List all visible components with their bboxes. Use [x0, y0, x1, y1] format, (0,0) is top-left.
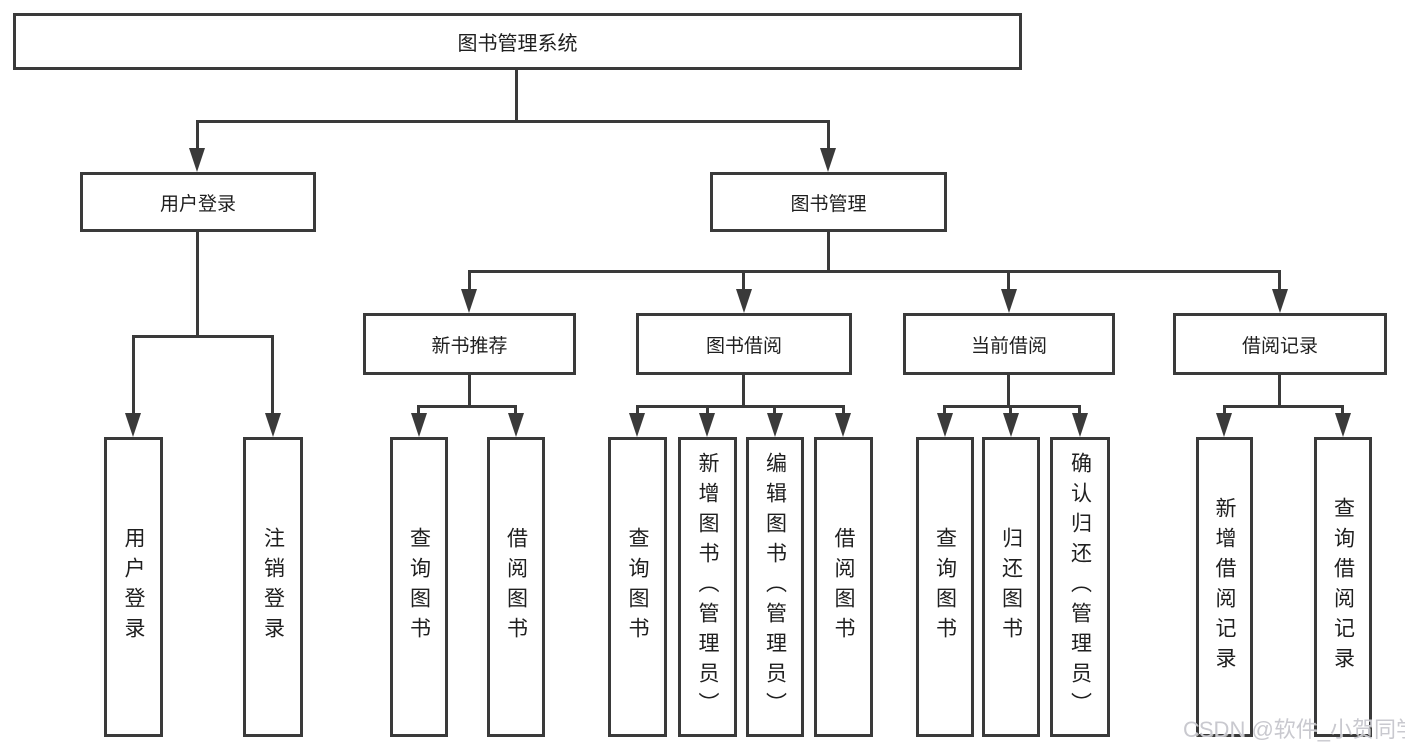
connector-user-login-hline	[132, 335, 274, 338]
connector-drop-current-borrow	[1007, 270, 1010, 292]
connector-drop-book-borrow	[742, 270, 745, 292]
connector-current-borrow-stem	[1007, 373, 1010, 408]
arrow-down-icon	[1272, 289, 1288, 313]
connector-drop-user-login	[196, 120, 199, 152]
node-user-login: 用户登录	[80, 172, 316, 232]
arrow-down-icon	[1001, 289, 1017, 313]
arrow-down-icon	[629, 413, 645, 437]
connector-drop	[636, 405, 639, 417]
leaf-query-books-2: 查询图书	[608, 437, 667, 737]
connector-book-management-stem	[827, 230, 830, 273]
arrow-down-icon	[265, 413, 281, 437]
connector-drop	[842, 405, 845, 417]
connector-root-hline	[196, 120, 830, 123]
connector-drop-leaf-logout	[271, 335, 274, 415]
connector-book-management-hline	[468, 270, 1281, 273]
leaf-logout: 注销登录	[243, 437, 303, 737]
connector-drop	[417, 405, 420, 417]
connector-root-stem	[515, 68, 518, 122]
connector-drop	[1078, 405, 1081, 417]
node-current-borrowing: 当前借阅	[903, 313, 1115, 375]
arrow-down-icon	[767, 413, 783, 437]
leaf-query-books-1: 查询图书	[390, 437, 448, 737]
node-borrowing-records: 借阅记录	[1173, 313, 1387, 375]
connector-drop	[514, 405, 517, 417]
node-library-management-system: 图书管理系统	[13, 13, 1022, 70]
connector-drop	[773, 405, 776, 417]
leaf-confirm-return-admin: 确认归还（管理员）	[1050, 437, 1110, 737]
arrow-down-icon	[736, 289, 752, 313]
connector-new-book-stem	[468, 373, 471, 408]
node-new-book-recommendation: 新书推荐	[363, 313, 576, 375]
connector-drop-leaf-user-login	[132, 335, 135, 415]
connector-current-borrow-hline	[943, 405, 1081, 408]
connector-drop-new-book	[468, 270, 471, 292]
arrow-down-icon	[937, 413, 953, 437]
connector-drop	[943, 405, 946, 417]
leaf-query-borrow-record: 查询借阅记录	[1314, 437, 1372, 737]
leaf-add-books-admin: 新增图书（管理员）	[678, 437, 737, 737]
arrow-down-icon	[820, 148, 836, 172]
connector-drop-book-management	[827, 120, 830, 152]
connector-drop	[1223, 405, 1226, 417]
arrow-down-icon	[411, 413, 427, 437]
connector-drop	[1009, 405, 1012, 417]
connector-drop	[706, 405, 709, 417]
leaf-query-books-3: 查询图书	[916, 437, 974, 737]
connector-borrow-records-hline	[1223, 405, 1344, 408]
connector-user-login-stem	[196, 230, 199, 338]
arrow-down-icon	[1003, 413, 1019, 437]
csdn-watermark: CSDN @软件_小贺同学	[1183, 717, 1405, 742]
arrow-down-icon	[699, 413, 715, 437]
connector-drop	[1341, 405, 1344, 417]
arrow-down-icon	[508, 413, 524, 437]
leaf-edit-books-admin: 编辑图书（管理员）	[746, 437, 804, 737]
leaf-return-books: 归还图书	[982, 437, 1040, 737]
leaf-borrow-books-2: 借阅图书	[814, 437, 873, 737]
connector-new-book-hline	[417, 405, 517, 408]
leaf-add-borrow-record: 新增借阅记录	[1196, 437, 1253, 737]
arrow-down-icon	[835, 413, 851, 437]
arrow-down-icon	[1072, 413, 1088, 437]
connector-book-borrow-stem	[742, 373, 745, 408]
leaf-borrow-books-1: 借阅图书	[487, 437, 545, 737]
arrow-down-icon	[461, 289, 477, 313]
connector-drop-borrow-records	[1278, 270, 1281, 292]
node-book-management: 图书管理	[710, 172, 947, 232]
connector-borrow-records-stem	[1278, 373, 1281, 408]
connector-book-borrow-hline	[636, 405, 845, 408]
leaf-user-login: 用户登录	[104, 437, 163, 737]
arrow-down-icon	[189, 148, 205, 172]
node-book-borrowing: 图书借阅	[636, 313, 852, 375]
arrow-down-icon	[125, 413, 141, 437]
arrow-down-icon	[1216, 413, 1232, 437]
arrow-down-icon	[1335, 413, 1351, 437]
